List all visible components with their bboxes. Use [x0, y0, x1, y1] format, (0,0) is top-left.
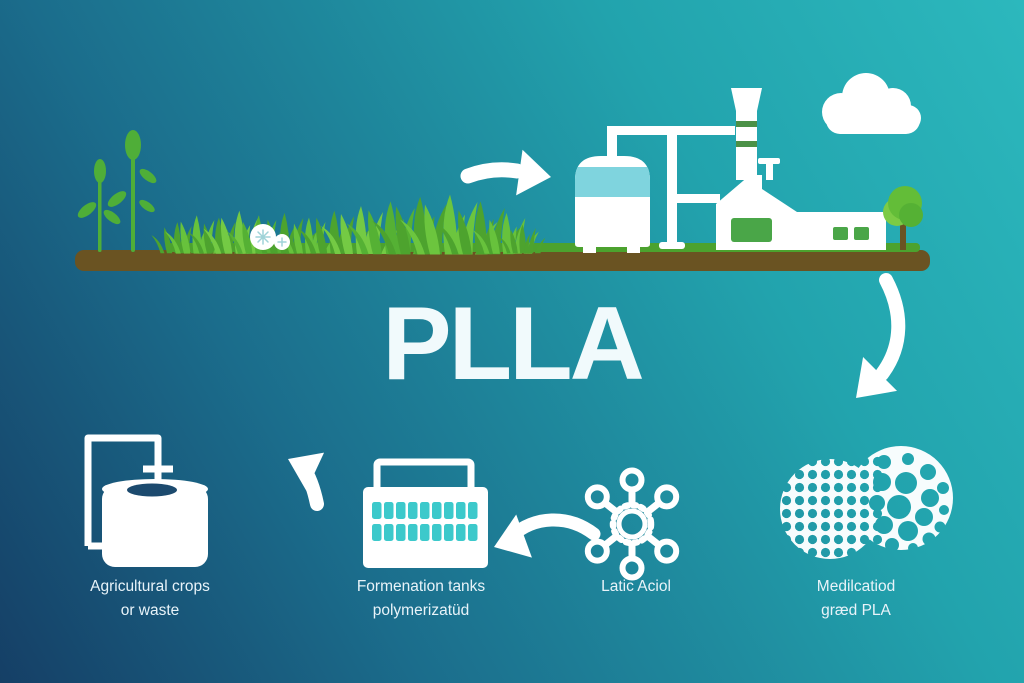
stage-label-line: Agricultural crops [90, 578, 210, 595]
stage-label-line: polymerizatüd [372, 602, 470, 619]
grass-icon [151, 194, 546, 255]
tree-icon [883, 186, 923, 250]
sapling-icon [77, 130, 157, 252]
cloud-icon [822, 73, 921, 134]
stage-label-lactic-acid: Latic Aciol [506, 575, 766, 599]
stage-label-agricultural-crops: Agricultural crops or waste [20, 575, 280, 623]
pipes-icon [607, 126, 735, 249]
stage-label-line: Medilcatiod [816, 578, 896, 595]
stage-label-line: Latic Aciol [601, 578, 671, 595]
cotton-boll-icon [250, 224, 290, 250]
curved-arrow-down-icon [856, 273, 906, 398]
stage-label-line: or waste [120, 602, 180, 619]
storage-tank-icon [84, 434, 208, 567]
curved-arrow-left-icon [494, 513, 601, 558]
fermentation-tank-icon [363, 458, 488, 568]
stage-label-line: Formenation tanks [356, 578, 486, 595]
silo-tank-icon [575, 156, 650, 253]
stage-label-medical-grade-pla: Medilcatiod græd PLA [726, 575, 986, 623]
chimney-icon [731, 88, 762, 180]
pla-pellets-icon [770, 440, 970, 575]
factory-icon [716, 158, 886, 250]
stage-label-fermentation: Formenation tanks polymerizatüd [291, 575, 551, 623]
lactic-acid-molecule-icon [584, 467, 680, 581]
page-title: PLLA [382, 286, 645, 402]
arrow-right-icon [460, 149, 551, 196]
elbow-arrow-icon [288, 452, 325, 511]
stage-label-line: græd PLA [821, 602, 891, 619]
